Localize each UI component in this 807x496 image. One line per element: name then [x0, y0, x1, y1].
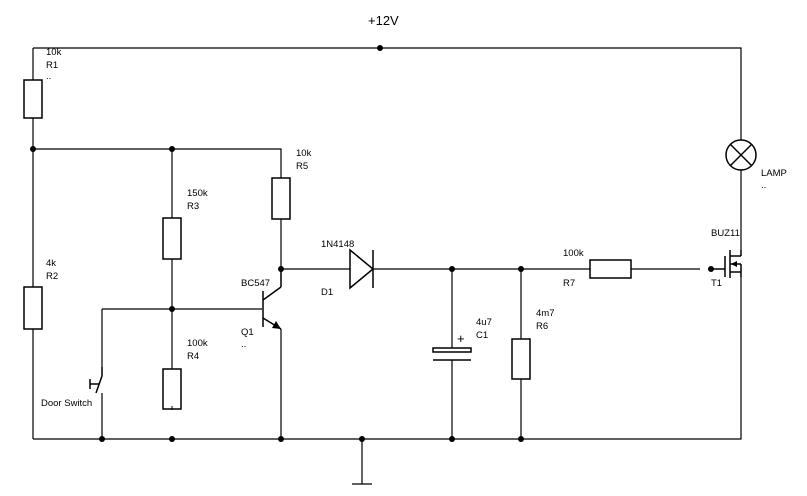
- door-switch-label: Door Switch: [41, 398, 92, 409]
- r6-ref: R6: [536, 321, 548, 332]
- d1-value: 1N4148: [321, 239, 354, 250]
- mosfet-t1: BUZ11 T1: [711, 228, 742, 289]
- supply-label: +12V: [368, 13, 399, 28]
- r3-ref: R3: [187, 201, 199, 212]
- r1-note: ..: [46, 71, 51, 82]
- r1-value: 10k: [46, 47, 62, 58]
- t1-ref: T1: [711, 278, 722, 289]
- c1-ref: C1: [476, 330, 488, 341]
- r6-value: 4m7: [536, 308, 554, 319]
- r4-ref: R4: [187, 351, 199, 362]
- junction-nodes: [30, 45, 714, 442]
- r2-ref: R2: [46, 271, 58, 282]
- transistor-q1: BC547 Q1 ..: [241, 269, 282, 350]
- r5-value: 10k: [296, 148, 312, 159]
- r4-value: 100k: [187, 338, 208, 349]
- lamp: LAMP ..: [725, 139, 787, 191]
- svg-text:+: +: [457, 331, 465, 346]
- t1-value: BUZ11: [711, 228, 740, 239]
- resistor-r5: 10k R5: [271, 148, 312, 220]
- resistor-r2: 4k R2: [23, 258, 58, 330]
- resistor-r1: 10k R1 ..: [23, 47, 62, 119]
- c1-value: 4u7: [476, 317, 492, 328]
- resistor-r3: 150k R3: [162, 188, 208, 260]
- r7-ref: R7: [563, 278, 575, 289]
- pin-ticks: [32, 66, 742, 410]
- resistor-r7: 100k R7: [563, 248, 632, 289]
- q1-note: ..: [241, 339, 246, 350]
- lamp-label: LAMP: [761, 168, 787, 179]
- diode-d1: 1N4148 D1: [321, 239, 375, 298]
- resistor-r4: 100k R4: [162, 338, 208, 410]
- r7-value: 100k: [563, 248, 584, 259]
- r3-value: 150k: [187, 188, 208, 199]
- q1-ref: Q1: [241, 327, 254, 338]
- capacitor-c1: + 4u7 C1: [432, 317, 492, 361]
- wires: [32, 47, 742, 485]
- r5-ref: R5: [296, 161, 308, 172]
- d1-ref: D1: [321, 287, 333, 298]
- q1-value: BC547: [241, 278, 270, 289]
- lamp-note: ..: [761, 180, 766, 191]
- r2-value: 4k: [46, 258, 56, 269]
- r1-ref: R1: [46, 60, 58, 71]
- resistor-r6: 4m7 R6: [511, 308, 554, 380]
- door-switch: Door Switch: [41, 367, 103, 409]
